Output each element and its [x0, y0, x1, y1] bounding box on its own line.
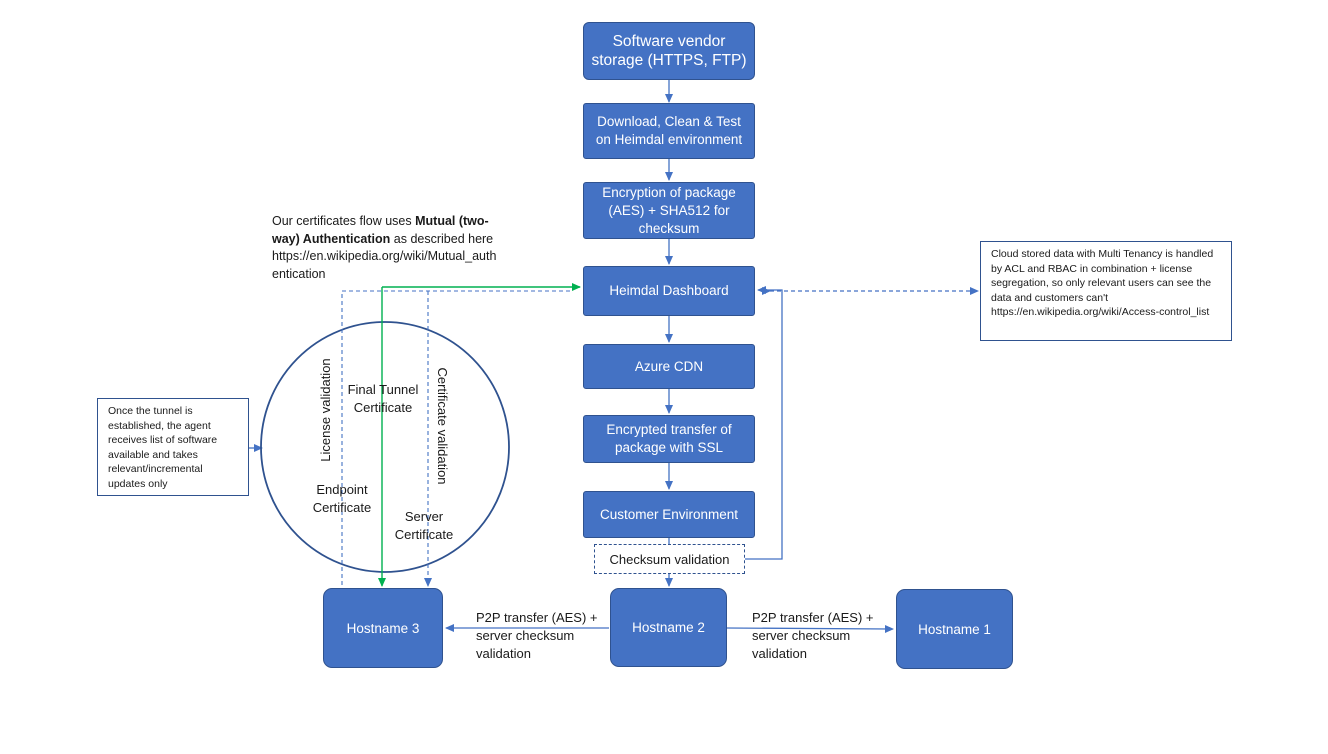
p2p-right-label: P2P transfer (AES) + server checksum val… — [752, 610, 874, 661]
edge-host2-to-host1 — [726, 624, 894, 633]
hostname-3-node: Hostname 3 — [323, 588, 443, 668]
checksum-validation-node: Checksum validation — [594, 544, 745, 574]
certificate-circle — [260, 321, 510, 573]
multi-tenancy-note: Cloud stored data with Multi Tenancy is … — [980, 241, 1232, 341]
mutual-auth-bold: Mutual (two-way) Authentication — [272, 214, 489, 246]
tunnel-note: Once the tunnel is established, the agen… — [97, 398, 249, 496]
heimdal-dashboard-node: Heimdal Dashboard — [583, 266, 755, 316]
endpoint-cert-label: Endpoint Certificate — [312, 482, 372, 515]
hostname-1-node: Hostname 1 — [896, 589, 1013, 669]
p2p-left-label: P2P transfer (AES) + server checksum val… — [476, 610, 598, 661]
final-tunnel-cert-label: Final Tunnel Certificate — [347, 382, 419, 415]
certificate-validation-label: Certificate validation — [435, 367, 450, 485]
encrypted-transfer-node: Encrypted transfer of package with SSL — [583, 415, 755, 463]
download-clean-node: Download, Clean & Test on Heimdal enviro… — [583, 103, 755, 159]
encryption-node: Encryption of package (AES) + SHA512 for… — [583, 182, 755, 239]
vendor-storage-node: Software vendor storage (HTTPS, FTP) — [583, 22, 755, 80]
hostname-2-node: Hostname 2 — [610, 588, 727, 667]
license-validation-label: License validation — [318, 358, 333, 462]
customer-environment-node: Customer Environment — [583, 491, 755, 538]
mutual-auth-suffix: as described here — [390, 231, 494, 246]
server-cert-label: Server Certificate — [394, 509, 454, 542]
mutual-auth-prefix: Our certificates flow uses — [272, 214, 416, 228]
edge-license-validation — [341, 290, 572, 585]
mutual-auth-url: https://en.wikipedia.org/wiki/Mutual_aut… — [272, 249, 497, 281]
mutual-auth-annotation: Our certificates flow uses Mutual (two-w… — [272, 213, 502, 283]
azure-cdn-node: Azure CDN — [583, 344, 755, 389]
